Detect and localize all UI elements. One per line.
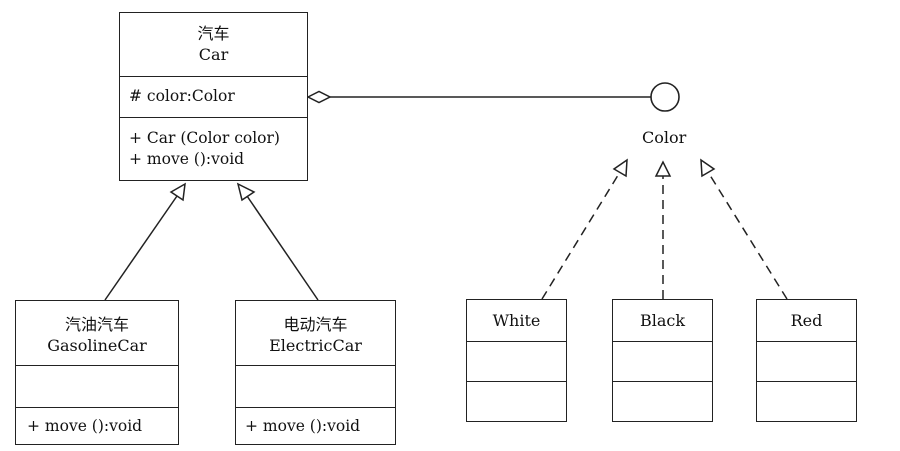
car-attributes-compartment: # color:Color xyxy=(120,76,307,117)
black-realization-connector xyxy=(654,160,672,299)
car-operation-move: + move ():void xyxy=(129,150,245,168)
gasoline-name-cn: 汽油汽车 xyxy=(64,315,129,334)
gasoline-name-en: GasolineCar xyxy=(47,336,147,355)
aggregation-connector xyxy=(306,90,651,104)
electric-operations-compartment: + move ():void xyxy=(236,407,395,437)
white-realization-connector xyxy=(541,158,628,300)
aggregation-diamond-icon xyxy=(306,90,332,104)
red-operations-compartment xyxy=(757,381,856,420)
realization-arrow-icon xyxy=(612,158,628,178)
white-name-compartment: White xyxy=(467,300,566,341)
white-operations-compartment xyxy=(467,381,566,420)
car-class: 汽车 Car # color:Color + Car (Color color)… xyxy=(119,12,308,181)
car-operation-constructor: + Car (Color color) xyxy=(129,129,280,147)
red-class: Red xyxy=(756,299,857,422)
electric-attributes-compartment xyxy=(236,365,395,407)
black-name: Black xyxy=(639,311,686,330)
car-name-cn: 汽车 xyxy=(197,24,230,43)
inheritance-arrow-icon xyxy=(236,182,256,202)
white-attributes-compartment xyxy=(467,341,566,381)
realization-arrow-icon xyxy=(700,158,716,178)
red-attributes-compartment xyxy=(757,341,856,381)
car-operations-compartment: + Car (Color color) + move ():void xyxy=(120,117,307,170)
electric-name-cn: 电动汽车 xyxy=(283,315,348,334)
gasoline-inheritance-connector xyxy=(104,182,186,301)
black-attributes-compartment xyxy=(613,341,712,381)
black-class: Black xyxy=(612,299,713,422)
red-name: Red xyxy=(790,311,823,330)
red-realization-connector xyxy=(700,158,788,300)
white-class: White xyxy=(466,299,567,422)
electric-name-compartment: 电动汽车 ElectricCar xyxy=(236,301,395,365)
electric-inheritance-connector xyxy=(236,182,319,301)
electric-name-en: ElectricCar xyxy=(269,336,362,355)
car-attribute-color: # color:Color xyxy=(129,87,235,105)
car-name-compartment: 汽车 Car xyxy=(120,13,307,76)
electric-car-class: 电动汽车 ElectricCar + move ():void xyxy=(235,300,396,445)
gasoline-attributes-compartment xyxy=(16,365,178,407)
realization-arrow-icon xyxy=(654,160,672,177)
car-name-en: Car xyxy=(198,45,229,64)
red-name-compartment: Red xyxy=(757,300,856,341)
black-name-compartment: Black xyxy=(613,300,712,341)
color-interface-circle xyxy=(650,82,680,112)
gasoline-car-class: 汽油汽车 GasolineCar + move ():void xyxy=(15,300,179,445)
gasoline-operation-move: + move ():void xyxy=(27,417,143,435)
inheritance-arrow-icon xyxy=(169,182,186,202)
gasoline-name-compartment: 汽油汽车 GasolineCar xyxy=(16,301,178,365)
electric-operation-move: + move ():void xyxy=(245,417,361,435)
white-name: White xyxy=(492,311,541,330)
color-interface-label: Color xyxy=(642,128,687,147)
gasoline-operations-compartment: + move ():void xyxy=(16,407,178,437)
black-operations-compartment xyxy=(613,381,712,420)
